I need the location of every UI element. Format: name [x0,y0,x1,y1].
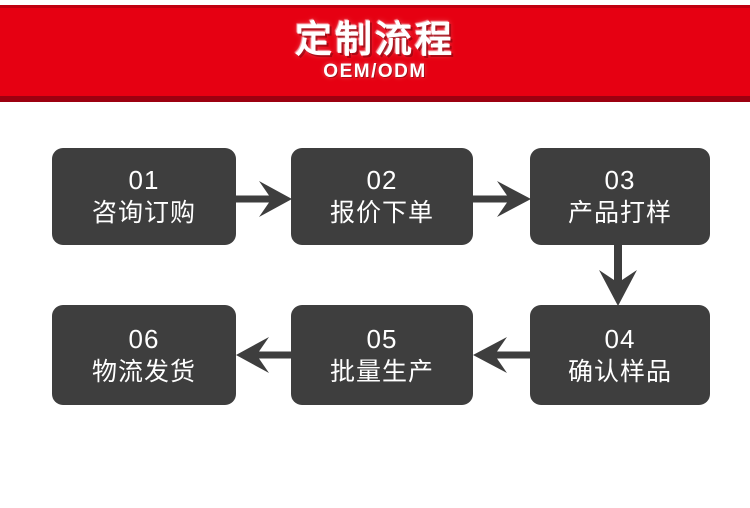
step-box-06: 06 物流发货 [52,305,236,405]
arrow-down-icon [596,244,640,306]
step-box-04: 04 确认样品 [530,305,710,405]
arrow-right-icon [473,178,531,220]
page-subtitle: OEM/ODM [323,60,427,82]
step-label: 产品打样 [567,199,672,227]
arrow-left-icon [473,334,531,376]
step-box-02: 02 报价下单 [291,148,473,245]
step-number: 04 [604,323,636,354]
step-number: 03 [604,165,636,195]
step-number: 06 [128,323,160,354]
page-title: 定制流程 [295,19,455,61]
arrow-left-icon [236,334,292,376]
arrow-right-icon [236,178,292,220]
step-label: 报价下单 [329,199,434,227]
step-label: 物流发货 [91,357,196,386]
step-box-03: 03 产品打样 [530,148,710,245]
step-label: 确认样品 [567,357,672,386]
step-box-05: 05 批量生产 [291,305,473,405]
header-banner: 定制流程 OEM/ODM [0,5,750,102]
step-label: 咨询订购 [91,199,196,227]
step-label: 批量生产 [329,357,434,386]
step-number: 05 [366,323,398,354]
step-box-01: 01 咨询订购 [52,148,236,245]
step-number: 01 [128,165,160,195]
step-number: 02 [366,165,398,195]
